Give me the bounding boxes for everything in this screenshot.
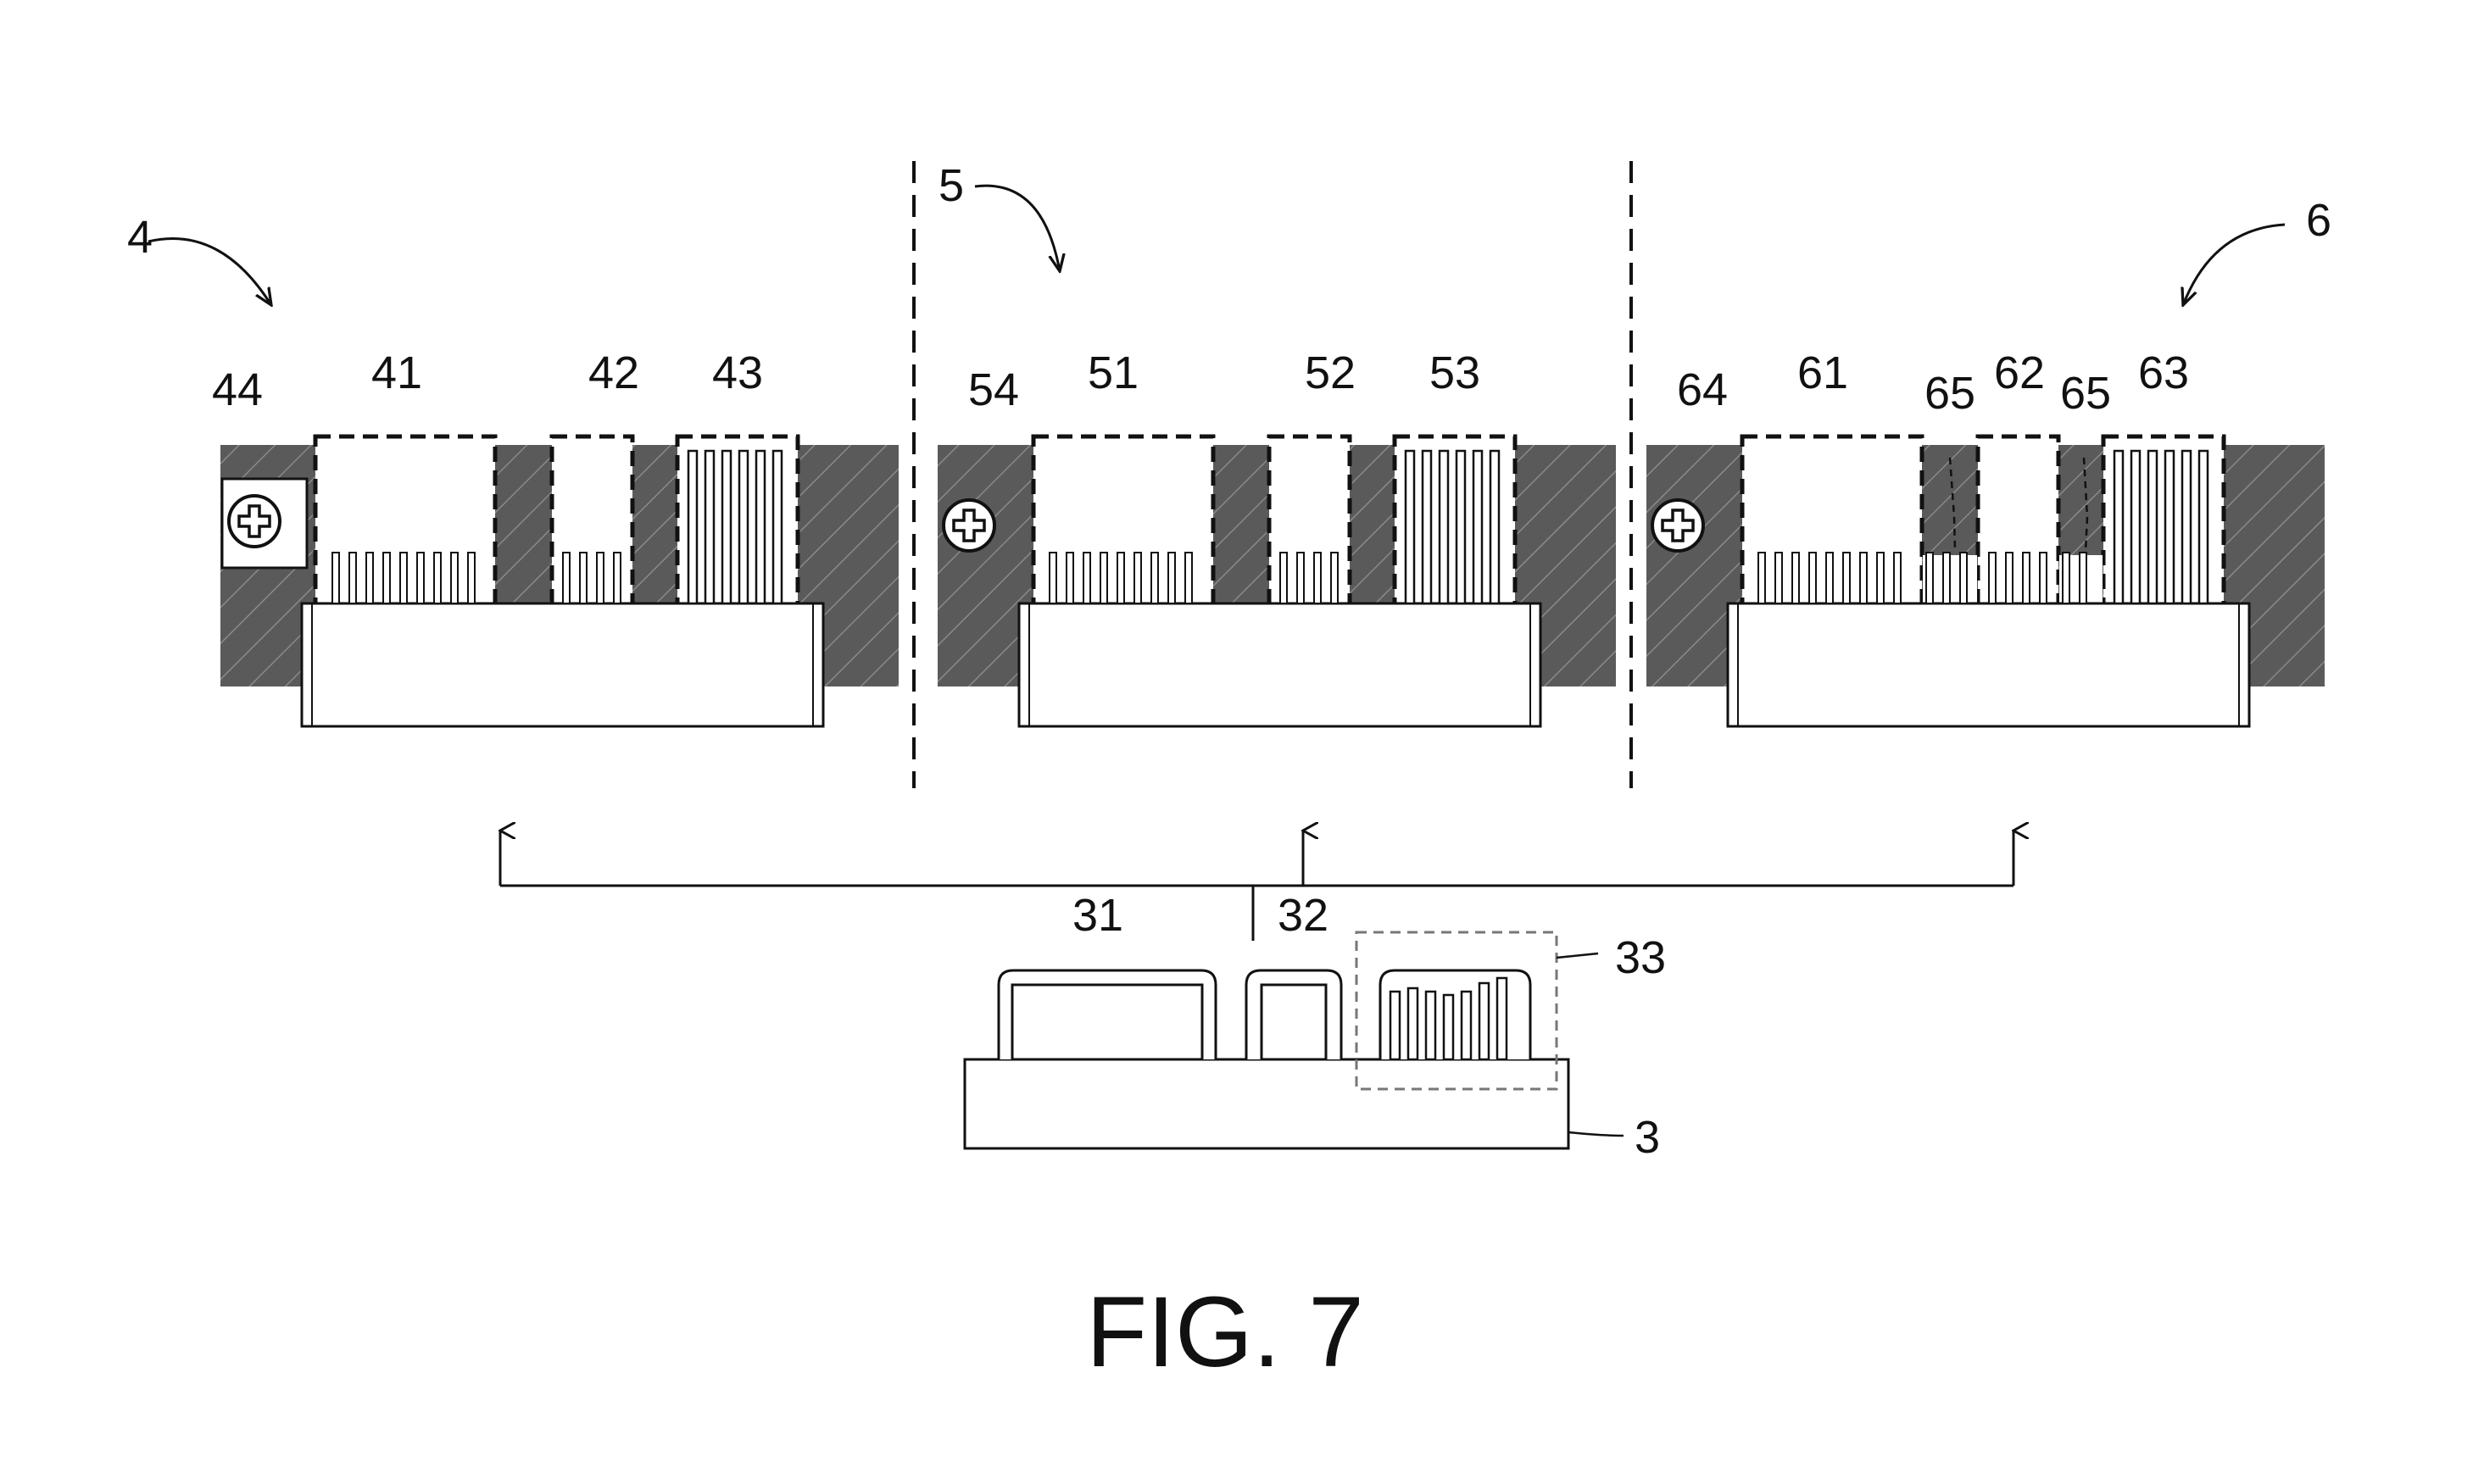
connector-body-5 [1017,602,1542,728]
pin-teeth [331,449,2209,605]
label-43: 43 [712,347,763,398]
label-41: 41 [371,347,422,398]
labels: 4 5 6 44 41 42 43 54 51 52 53 64 61 65 6… [127,160,2331,1388]
panel-5 [938,184,1616,728]
base-3 [963,1058,1570,1150]
region-53 [1392,434,1518,609]
connector-3 [963,931,1624,1150]
label-31: 31 [1072,890,1123,941]
label-65b: 65 [2060,368,2111,419]
label-54: 54 [968,364,1019,415]
label-61: 61 [1797,347,1848,398]
distribution-arrows [500,831,2013,941]
connector-body-4 [300,602,825,728]
label-51: 51 [1088,347,1139,398]
figure-caption: FIG. 7 [1086,1276,1364,1388]
label-6: 6 [2306,195,2331,246]
label-33: 33 [1615,932,1666,983]
label-62: 62 [1994,347,2045,398]
label-5: 5 [939,160,964,211]
screw-icon-64 [1651,498,1705,553]
screw-icon-44 [227,494,281,548]
label-4: 4 [127,212,153,263]
panel-4 [148,237,899,728]
label-64: 64 [1677,364,1728,415]
region-43 [675,434,800,609]
label-52: 52 [1305,347,1356,398]
panel-6 [1646,223,2325,728]
label-42: 42 [588,347,639,398]
label-44: 44 [212,364,263,415]
connector-body-6 [1726,602,2251,728]
label-3: 3 [1635,1112,1660,1163]
label-65a: 65 [1924,368,1975,419]
label-53: 53 [1429,347,1480,398]
region-33 [1355,931,1558,1091]
label-32: 32 [1278,890,1328,941]
region-63 [2101,434,2226,609]
screw-icon-54 [942,498,996,553]
label-63: 63 [2138,347,2189,398]
